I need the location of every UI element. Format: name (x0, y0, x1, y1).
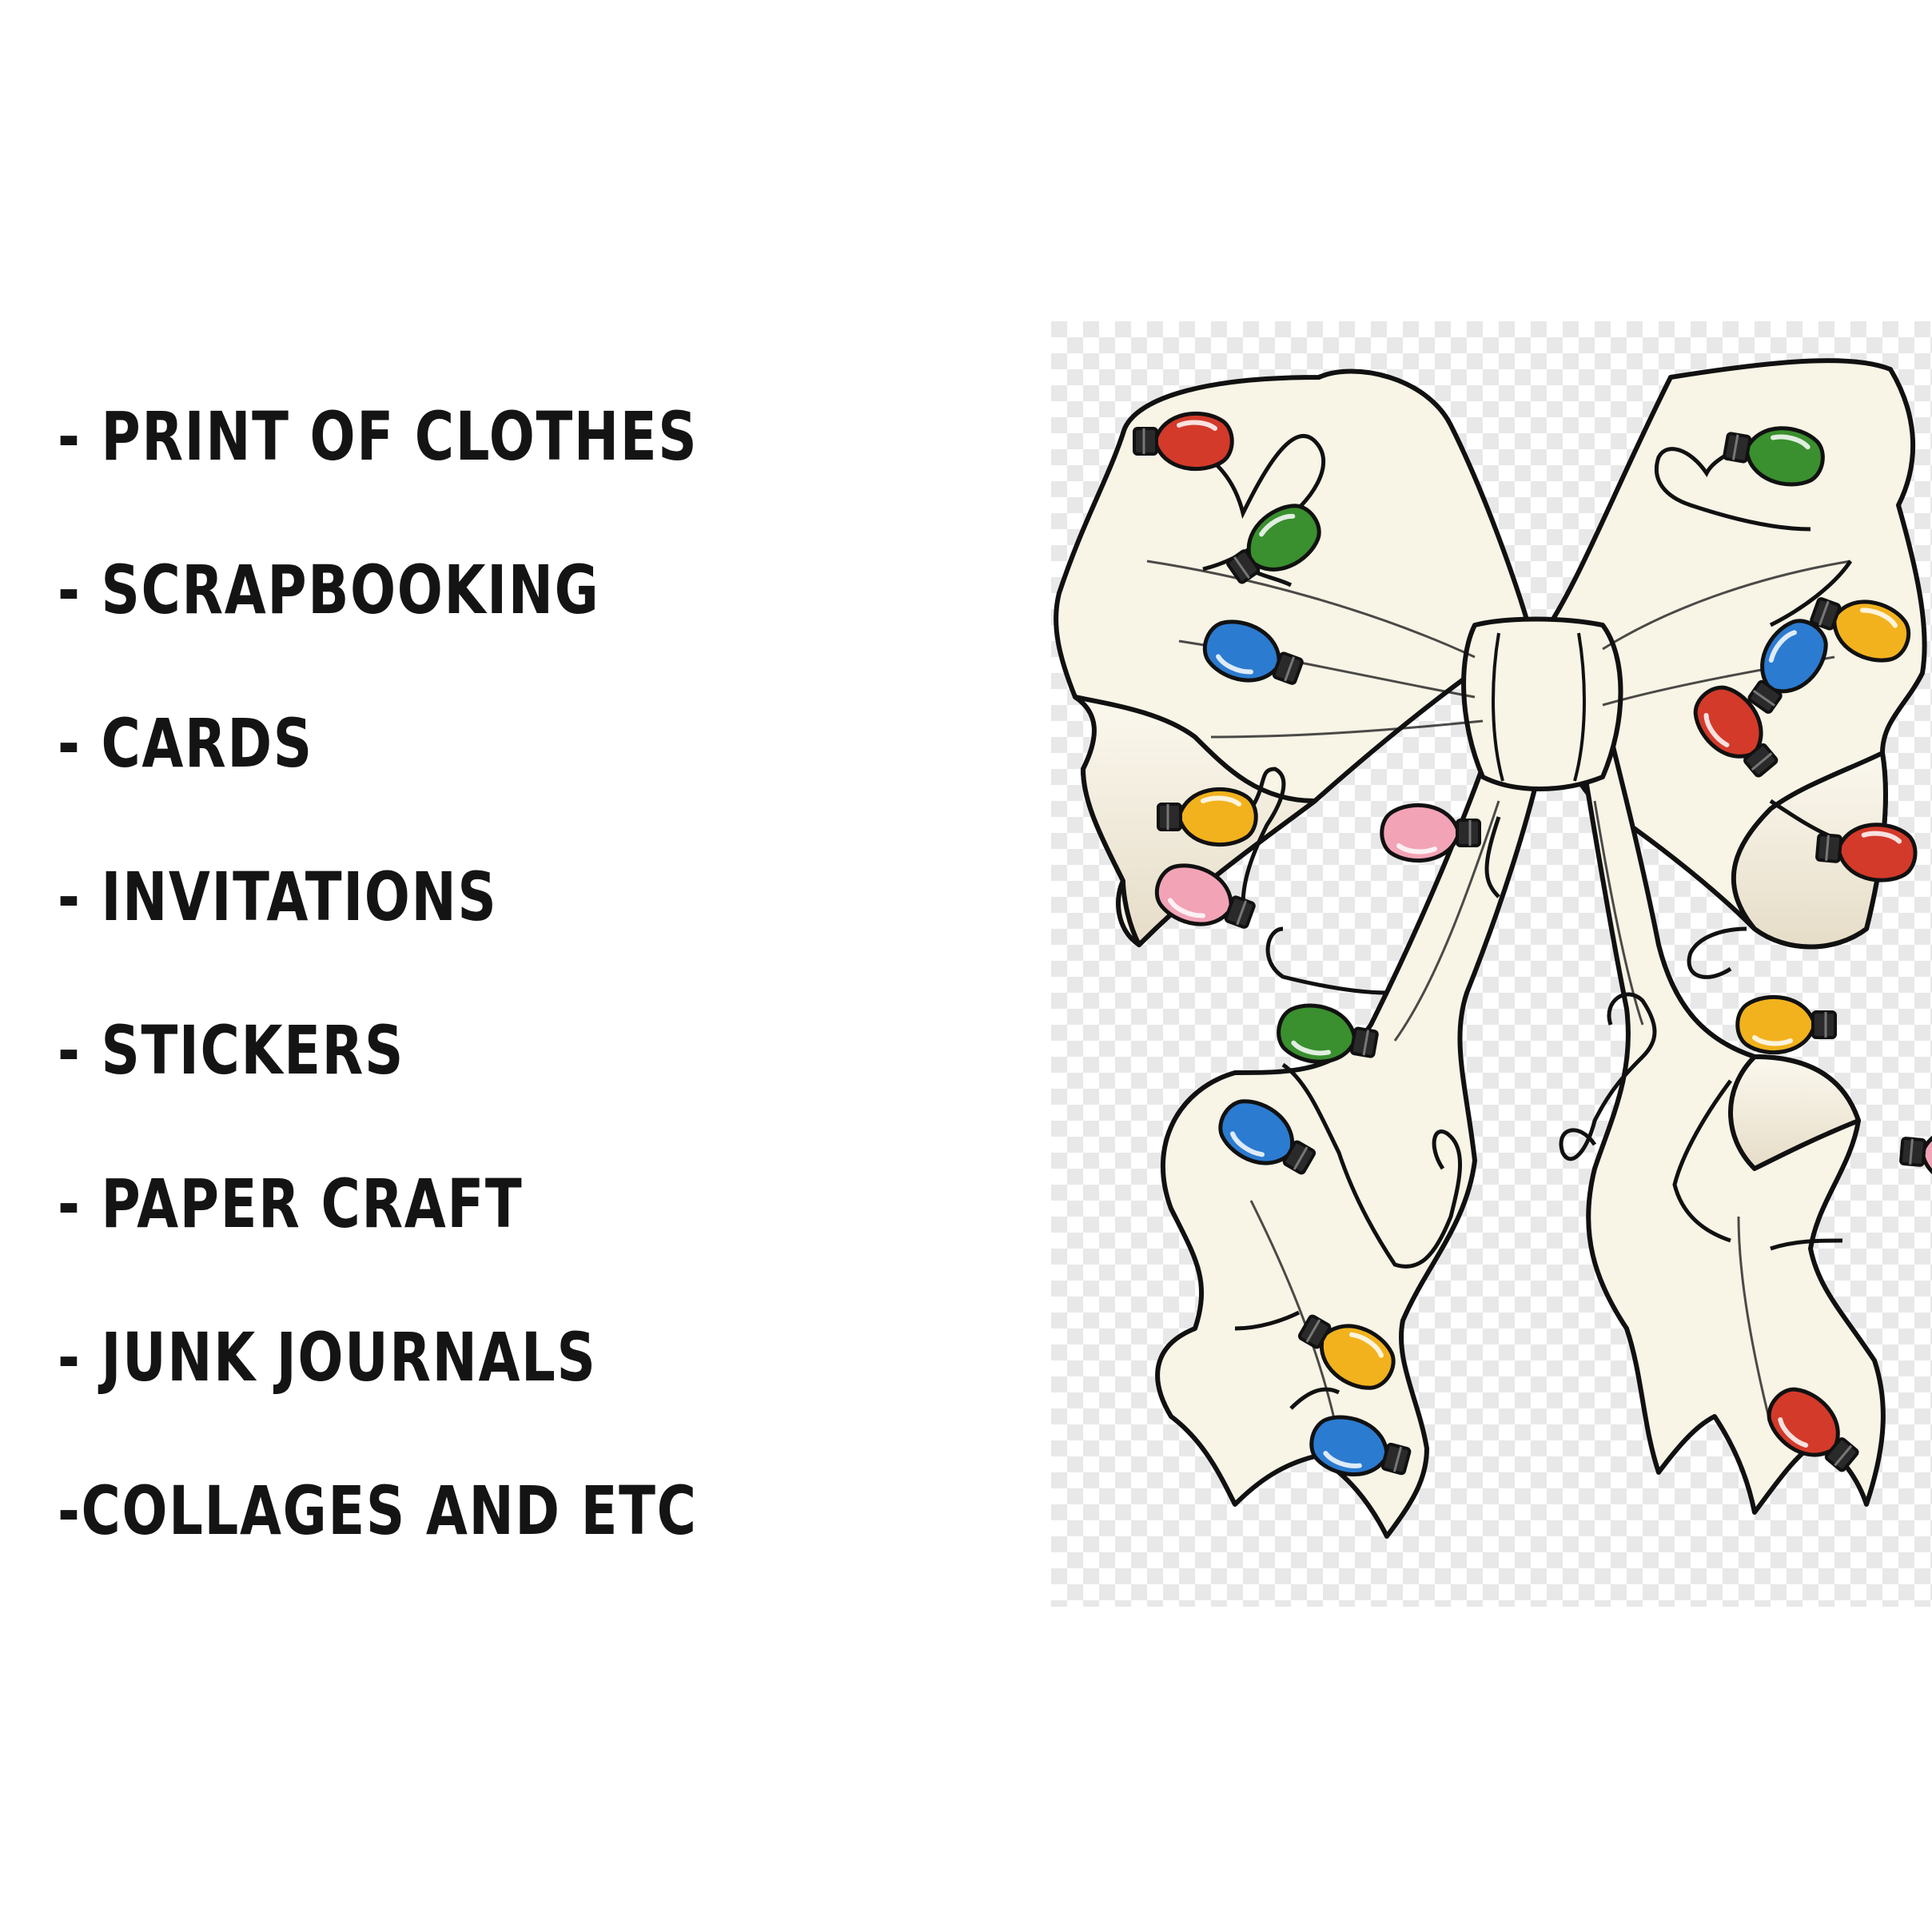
bulb-green-2-icon (1277, 1003, 1379, 1064)
bulb-blue-4-icon (1747, 619, 1828, 714)
bulb-pink-1-icon (1154, 863, 1256, 929)
bulb-green-1-icon (1226, 504, 1321, 584)
bulb-yellow-4-icon (1735, 994, 1837, 1055)
bulb-pink-3-icon (1899, 1126, 1932, 1186)
use-item: - PRINT OF CLOTHES (58, 397, 699, 476)
bow-left-tail (1155, 719, 1549, 1539)
bulb-green-3-icon (1723, 426, 1825, 487)
use-item: - PAPER CRAFT (58, 1165, 524, 1243)
use-item: -COLLAGES AND ETC (58, 1472, 698, 1550)
bulb-red-4-icon (1767, 1387, 1859, 1472)
bow-right-tail-fold (1728, 1054, 1861, 1171)
bulb-yellow-1-icon (1157, 787, 1258, 847)
bulb-blue-3-icon (1309, 1415, 1412, 1477)
bulb-yellow-3-icon (1810, 597, 1911, 663)
bow-knot (1461, 616, 1623, 791)
use-item: - STICKERS (58, 1011, 404, 1089)
bulb-red-3-icon (1693, 685, 1779, 778)
bulb-yellow-2-icon (1297, 1314, 1396, 1390)
bow-illustration (1051, 321, 1932, 1607)
use-item: - CARDS (58, 704, 313, 783)
use-item: - SCRAPBOOKING (58, 551, 600, 629)
use-item: - JUNK JOURNALS (58, 1318, 597, 1396)
use-item: - INVITATIONS (58, 858, 498, 936)
uses-list: - PRINT OF CLOTHES - SCRAPBOOKING - CARD… (58, 392, 858, 1619)
bulb-pink-2-icon (1380, 803, 1481, 863)
bulb-red-1-icon (1133, 411, 1234, 472)
bulb-blue-1-icon (1202, 619, 1304, 685)
lights-wire (1154, 431, 1853, 1410)
bulb-blue-2-icon (1218, 1099, 1317, 1175)
bulb-red-2-icon (1815, 823, 1918, 882)
bow-artwork (1051, 321, 1932, 1607)
